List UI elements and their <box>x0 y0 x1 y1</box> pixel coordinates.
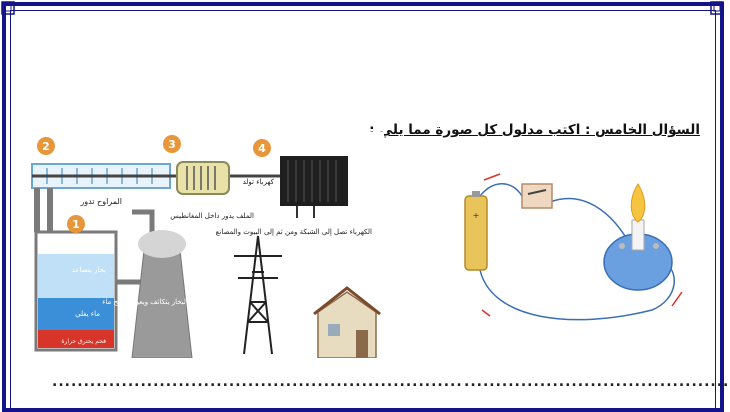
label-condense: البخار يتكاثف ويعود ليصبح ماء <box>102 298 188 306</box>
diagram-labels: المراوح تدور الملف يدور داخل المغانطيس ك… <box>61 178 372 345</box>
arrow-top <box>483 173 501 181</box>
marker-3 <box>163 135 181 153</box>
fire-region <box>38 330 114 348</box>
corner-ornament-top-right <box>710 1 724 15</box>
label-water: ماء يغلي <box>75 310 100 318</box>
switch <box>521 183 553 209</box>
step-markers: 2 3 4 1 <box>37 135 271 233</box>
corner-ornament-top-left <box>1 1 15 15</box>
transformer-legs <box>296 206 315 218</box>
house-door <box>356 330 368 358</box>
marker-4 <box>253 139 271 157</box>
label-turbine: المراوح تدور <box>79 197 122 206</box>
flame-icon <box>630 183 646 223</box>
house-window <box>328 324 340 336</box>
steam-pipe <box>34 188 53 232</box>
label-grid: الكهرباء تصل إلى الشبكة ومن ثم إلى البيو… <box>216 228 372 236</box>
candle <box>631 219 645 251</box>
lamp-screw-right <box>653 243 659 249</box>
answer-line-right[interactable]: ........................................… <box>464 374 730 390</box>
circuit-diagram: + <box>452 160 694 338</box>
label-coil: الملف يدور داخل المغانطيس <box>170 212 254 220</box>
marker-1 <box>67 215 85 233</box>
label-electricity: كهرباء تولد <box>243 178 275 186</box>
lamp-screw-left <box>619 243 625 249</box>
question-title: السؤال الخامس : اكتب مدلول كل صورة مما ي… <box>369 122 700 138</box>
steam-region <box>38 254 114 298</box>
battery-plus-sign: + <box>473 211 480 220</box>
arrow-right <box>671 291 683 307</box>
house-roof <box>313 286 381 316</box>
marker-1-label: 1 <box>72 218 80 231</box>
battery <box>464 195 488 271</box>
marker-2-label: 2 <box>42 140 50 153</box>
transformer <box>280 156 348 206</box>
marker-4-label: 4 <box>258 142 266 155</box>
power-plant-diagram: 2 3 4 1 المراوح تدور الملف يدور داخل الم… <box>22 132 384 358</box>
generator-coil <box>186 166 216 190</box>
generator-magnet <box>176 161 230 195</box>
water-region <box>38 298 114 330</box>
pylon <box>234 235 282 355</box>
label-fire: فحم يحترق حرارة <box>61 338 106 345</box>
marker-2 <box>37 137 55 155</box>
arrow-left <box>481 309 491 317</box>
steam-cloud <box>138 230 186 258</box>
battery-terminal <box>472 191 480 197</box>
label-steam: بخار يتصاعد <box>72 266 106 274</box>
transformer-fins <box>287 160 337 202</box>
switch-lever <box>527 189 547 195</box>
marker-3-label: 3 <box>168 138 176 151</box>
answer-line-left[interactable]: ........................................… <box>52 374 463 390</box>
